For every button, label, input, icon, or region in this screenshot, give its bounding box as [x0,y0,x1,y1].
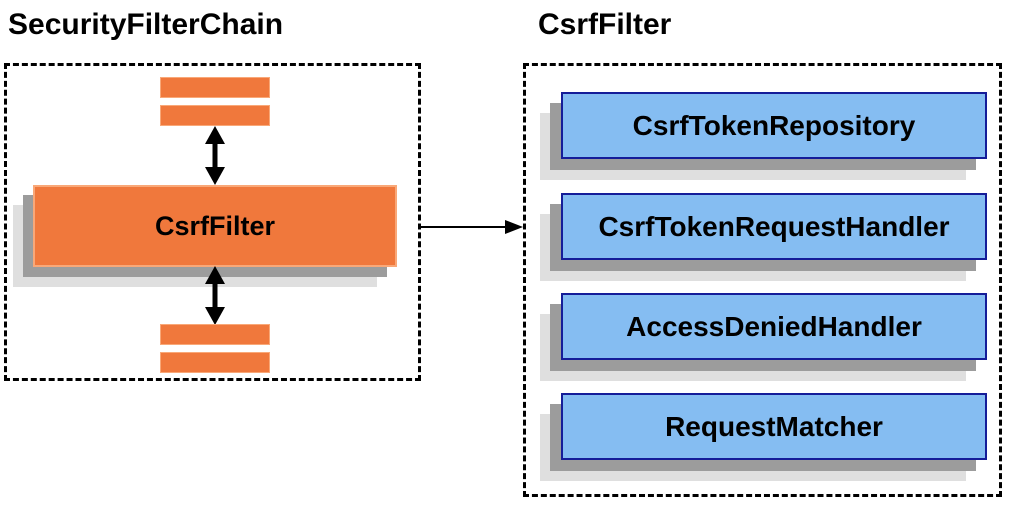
csrf-filter-box: CsrfFilter [13,185,397,287]
component-label: RequestMatcher [665,410,883,442]
filter-stack-bar-top-1 [160,77,270,98]
csrf-filter-panel [523,63,1002,497]
security-filter-chain-panel [4,63,421,381]
security-filter-chain-title: SecurityFilterChain [8,8,284,41]
double-arrow-top-icon [205,126,225,185]
filter-stack-bar-top-2 [160,105,270,126]
component-face: CsrfTokenRepository [561,92,987,159]
component-face: AccessDeniedHandler [561,293,987,360]
component-box-access-denied-handler: AccessDeniedHandler [540,293,987,381]
component-label: CsrfTokenRepository [632,109,916,141]
double-arrow-bottom-icon [205,266,225,325]
component-label: AccessDeniedHandler [626,310,922,342]
component-box-csrf-token-request-handler: CsrfTokenRequestHandler [540,193,987,281]
csrf-filter-box-label: CsrfFilter [154,210,276,241]
component-box-request-matcher: RequestMatcher [540,393,987,481]
filter-stack-bar-bottom-2 [160,352,270,373]
csrf-filter-box-face: CsrfFilter [33,185,397,267]
component-face: CsrfTokenRequestHandler [561,193,987,260]
component-face: RequestMatcher [561,393,987,460]
csrf-filter-title: CsrfFilter [538,8,672,41]
component-label: CsrfTokenRequestHandler [598,210,950,242]
component-box-csrf-token-repository: CsrfTokenRepository [540,92,987,180]
filter-stack-bar-bottom-1 [160,324,270,345]
link-arrow-icon [421,220,523,234]
